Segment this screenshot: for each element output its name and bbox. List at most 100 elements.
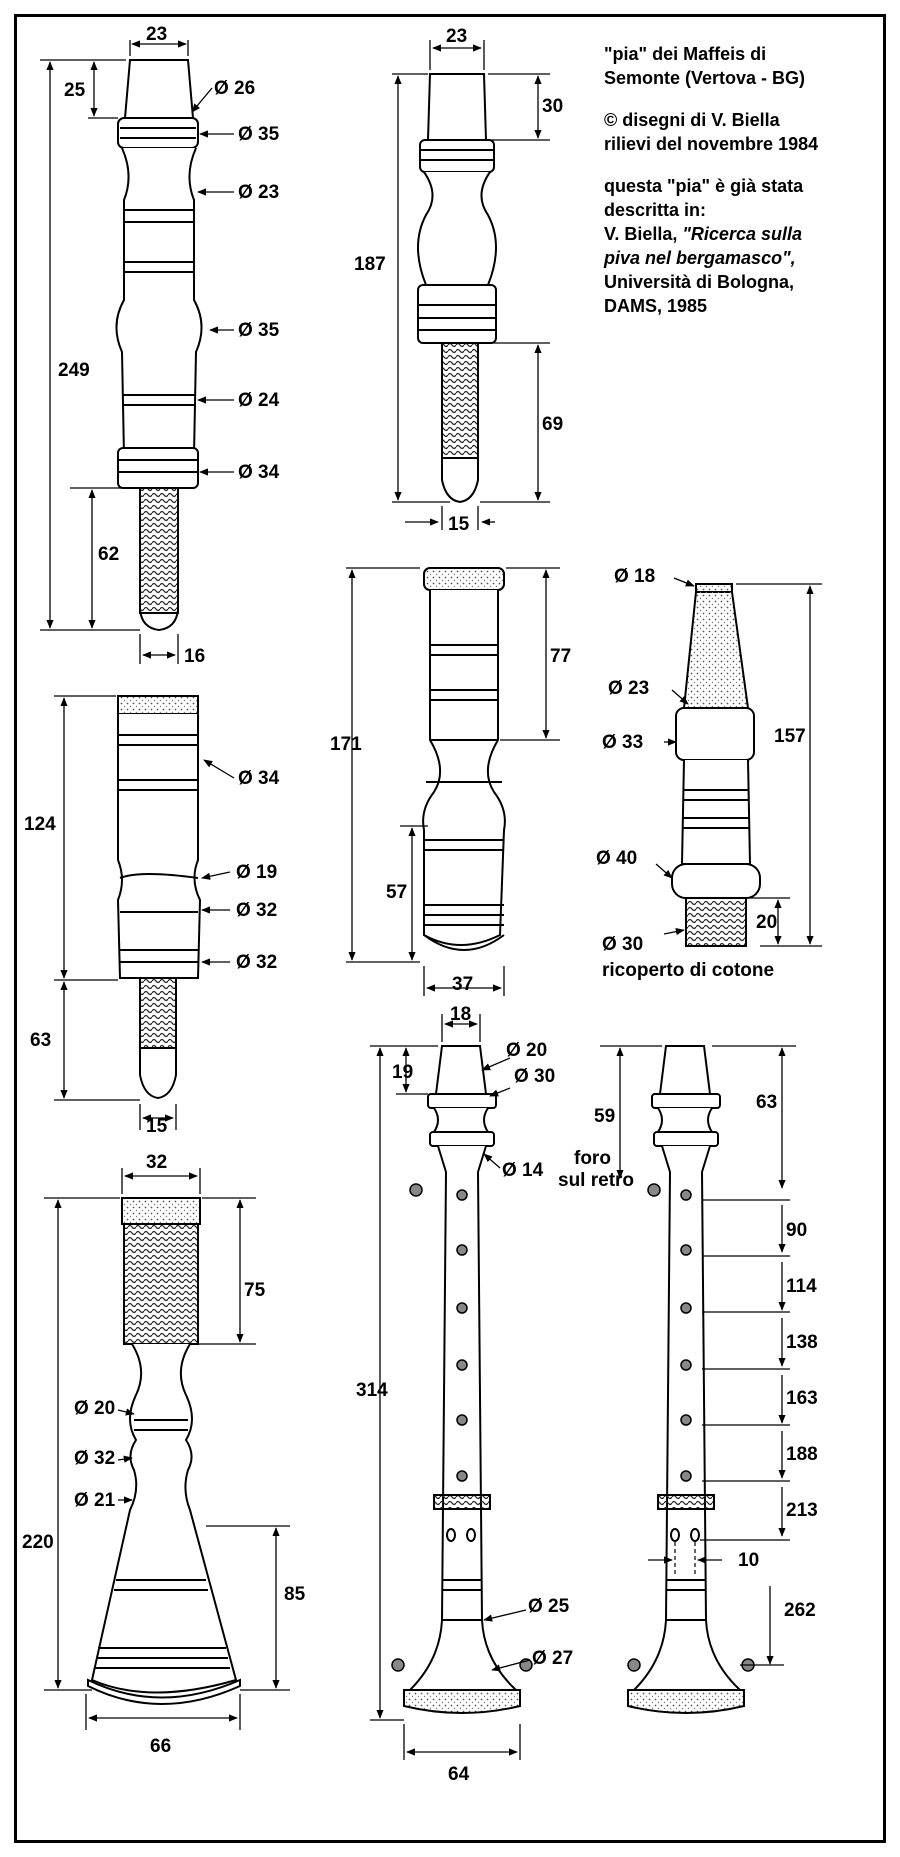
part4-dimension-lines xyxy=(346,567,560,996)
part3-d-waist: Ø 19 xyxy=(236,862,277,883)
part4-total: 171 xyxy=(330,734,362,755)
chanter-d-collar: Ø 30 xyxy=(514,1066,555,1087)
part6-bell-diameter: 66 xyxy=(150,1736,171,1757)
back-h6: 188 xyxy=(786,1444,818,1465)
credit-author: V. Biella, xyxy=(604,224,682,244)
part1-d-top: Ø 26 xyxy=(214,78,255,99)
credit-line-9: Università di Bologna, xyxy=(604,272,794,292)
chanter-front-holes xyxy=(391,1183,533,1672)
part4-upper: 77 xyxy=(550,646,571,667)
part6-drawing xyxy=(87,1197,241,1705)
chanter-back-dimension-lines xyxy=(600,1045,796,1666)
part1-tenon-diameter: 16 xyxy=(184,646,205,667)
credit-line-7: V. Biella, "Ricerca sulla xyxy=(604,224,802,244)
back-thumb-position: 59 xyxy=(594,1106,615,1127)
part2-total: 187 xyxy=(354,254,386,275)
credit-line-5: questa "pia" è già stata xyxy=(604,176,804,196)
part2-dimension-lines xyxy=(392,40,550,530)
part1-d-bulge: Ø 35 xyxy=(238,320,280,341)
back-note-line-1: foro xyxy=(574,1148,611,1169)
credit-line-4: rilievi del novembre 1984 xyxy=(604,134,818,154)
part2-top-width: 23 xyxy=(446,26,467,47)
part2-drawing xyxy=(417,73,497,504)
back-h1: 63 xyxy=(756,1092,777,1113)
back-hole-spacing: 10 xyxy=(738,1550,759,1571)
back-h3: 114 xyxy=(786,1276,817,1297)
part5-drawing xyxy=(671,583,761,947)
credit-line-2: Semonte (Vertova - BG) xyxy=(604,68,805,88)
back-h2: 90 xyxy=(786,1220,807,1241)
part4-labels: 171 77 57 37 xyxy=(330,646,571,995)
part6-labels: 32 75 Ø 20 Ø 32 Ø 21 220 85 66 xyxy=(22,1152,306,1757)
part6-total: 220 xyxy=(22,1532,54,1553)
credit-title-start: "Ricerca sulla xyxy=(682,224,802,244)
part5-d-base: Ø 40 xyxy=(596,848,637,869)
part2-top-length: 30 xyxy=(542,96,563,117)
part1-d-ring: Ø 35 xyxy=(238,124,280,145)
part5-d-cotton: Ø 30 xyxy=(602,934,643,955)
part1-dimension-lines xyxy=(40,40,234,664)
chanter-d-bell: Ø 27 xyxy=(532,1648,573,1669)
credit-line-3: © disegni di V. Biella xyxy=(604,110,781,130)
part3-d-mid: Ø 32 xyxy=(236,900,277,921)
part5-total: 157 xyxy=(774,726,806,747)
part3-drawing xyxy=(116,695,202,1100)
part1-d-neck: Ø 23 xyxy=(238,182,279,203)
back-h5: 163 xyxy=(786,1388,818,1409)
part4-drawing xyxy=(422,567,506,951)
part5-labels: Ø 18 Ø 23 Ø 33 157 Ø 40 20 Ø 30 ricopert… xyxy=(596,566,806,981)
chanter-bell-width: 64 xyxy=(448,1764,470,1785)
chanter-front-drawing xyxy=(403,1045,521,1714)
part1-total: 249 xyxy=(58,360,90,381)
part2-tenon-diameter: 15 xyxy=(448,514,470,535)
back-note-line-2: sul retro xyxy=(558,1170,634,1191)
credits-block: "pia" dei Maffeis di Semonte (Vertova - … xyxy=(603,44,818,316)
part3-d-top: Ø 34 xyxy=(238,768,280,789)
part5-d-tip: Ø 18 xyxy=(614,566,655,587)
part3-tenon-diameter: 15 xyxy=(146,1116,168,1137)
part4-lower: 57 xyxy=(386,882,407,903)
part1-labels: 23 25 Ø 26 Ø 35 Ø 23 Ø 35 Ø 24 Ø 34 249 … xyxy=(58,24,280,667)
chanter-back-labels: 59 foro sul retro 63 90 114 138 163 188 … xyxy=(558,1092,818,1621)
part6-width: 32 xyxy=(146,1152,167,1173)
part3-tenon-length: 63 xyxy=(30,1030,51,1051)
part1-drawing xyxy=(115,59,203,632)
back-h8: 262 xyxy=(784,1600,816,1621)
chanter-d-lower: Ø 25 xyxy=(528,1596,570,1617)
part3-labels: 124 Ø 34 Ø 19 Ø 32 Ø 32 63 15 xyxy=(24,768,280,1137)
part6-d-a: Ø 20 xyxy=(74,1398,115,1419)
chanter-back-drawing xyxy=(627,1045,745,1714)
credit-line-10: DAMS, 1985 xyxy=(604,296,707,316)
chanter-total: 314 xyxy=(356,1380,388,1401)
part1-d-base: Ø 34 xyxy=(238,462,280,483)
chanter-d-top: Ø 20 xyxy=(506,1040,547,1061)
part5-cotton-note: ricoperto di cotone xyxy=(602,960,774,981)
part1-d-lower: Ø 24 xyxy=(238,390,280,411)
part4-width: 37 xyxy=(452,974,473,995)
part1-top-length: 25 xyxy=(64,80,86,101)
credit-line-6: descritta in: xyxy=(604,200,706,220)
back-h4: 138 xyxy=(786,1332,818,1353)
part5-base-length: 20 xyxy=(756,912,777,933)
part6-wrap-length: 75 xyxy=(244,1280,266,1301)
part2-labels: 23 30 187 69 15 xyxy=(354,26,563,535)
part6-d-b: Ø 32 xyxy=(74,1448,115,1469)
chanter-top-length: 19 xyxy=(392,1062,413,1083)
part3-total: 124 xyxy=(24,814,56,835)
part5-dimension-lines xyxy=(655,577,822,947)
part6-dimension-lines xyxy=(44,1168,290,1730)
credit-line-8: piva nel bergamasco", xyxy=(603,248,796,268)
part6-bell-length: 85 xyxy=(284,1584,306,1605)
part6-d-c: Ø 21 xyxy=(74,1490,116,1511)
credit-line-1: "pia" dei Maffeis di xyxy=(604,44,766,64)
part5-d-mid: Ø 23 xyxy=(608,678,649,699)
part1-tenon-length: 62 xyxy=(98,544,119,565)
chanter-front-dimension-lines xyxy=(370,1014,531,1760)
chanter-labels: 18 19 Ø 20 Ø 30 Ø 14 314 Ø 25 Ø 27 64 xyxy=(356,1004,573,1785)
part3-dimension-lines xyxy=(54,695,235,1130)
chanter-d-bore: Ø 14 xyxy=(502,1160,544,1181)
part1-top-width: 23 xyxy=(146,24,167,45)
chanter-top-width: 18 xyxy=(450,1004,471,1025)
back-h7: 213 xyxy=(786,1500,818,1521)
